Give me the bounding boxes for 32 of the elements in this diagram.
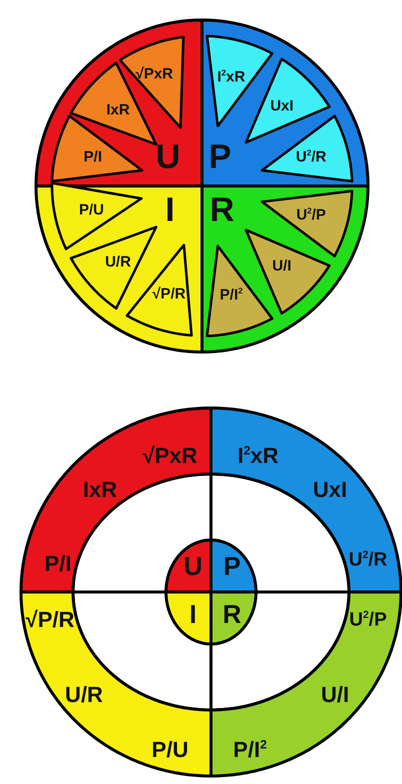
formula-label: √P/R bbox=[26, 609, 74, 631]
formula-label: U$^{2}$/R bbox=[348, 550, 388, 570]
formula-label: U/I bbox=[320, 684, 350, 706]
formula-label: √PxR bbox=[136, 66, 174, 82]
quantity-letter: I bbox=[189, 601, 197, 627]
quantity-letter: R bbox=[210, 193, 234, 227]
formula-label: I$^{2}$xR bbox=[238, 445, 278, 467]
formula-label: P/I bbox=[84, 149, 102, 164]
formula-label: U/I bbox=[272, 258, 292, 274]
formula-label: P/U bbox=[152, 739, 188, 761]
formula-label: P/I$^{2}$ bbox=[220, 288, 243, 303]
formula-label: IxR bbox=[106, 102, 130, 118]
formula-label: I$^{2}$xR bbox=[217, 69, 246, 84]
formula-label: UxI bbox=[270, 98, 294, 114]
formula-label: U$^{2}$/P bbox=[296, 208, 326, 223]
quantity-letter: P bbox=[223, 553, 241, 579]
formula-label: UxI bbox=[312, 479, 348, 501]
quantity-letter: U bbox=[184, 553, 202, 579]
quantity-letter: R bbox=[222, 601, 242, 627]
formula-label: U$^{2}$/R bbox=[296, 149, 326, 164]
formula-label: √P/R bbox=[152, 286, 186, 302]
quantity-letter: P bbox=[208, 140, 232, 174]
quantity-letter: I bbox=[165, 193, 175, 227]
formula-label: P/I$^{2}$ bbox=[233, 739, 267, 761]
formula-label: P/U bbox=[78, 202, 104, 217]
formula-label: √PxR bbox=[142, 445, 198, 467]
formula-label: U/R bbox=[105, 254, 131, 270]
formula-label: P/I bbox=[44, 553, 72, 575]
formula-label: IxR bbox=[82, 479, 118, 501]
formula-label: U/R bbox=[65, 684, 103, 706]
quantity-letter: U bbox=[156, 140, 180, 174]
formula-label: U$^{2}$/P bbox=[349, 610, 387, 630]
